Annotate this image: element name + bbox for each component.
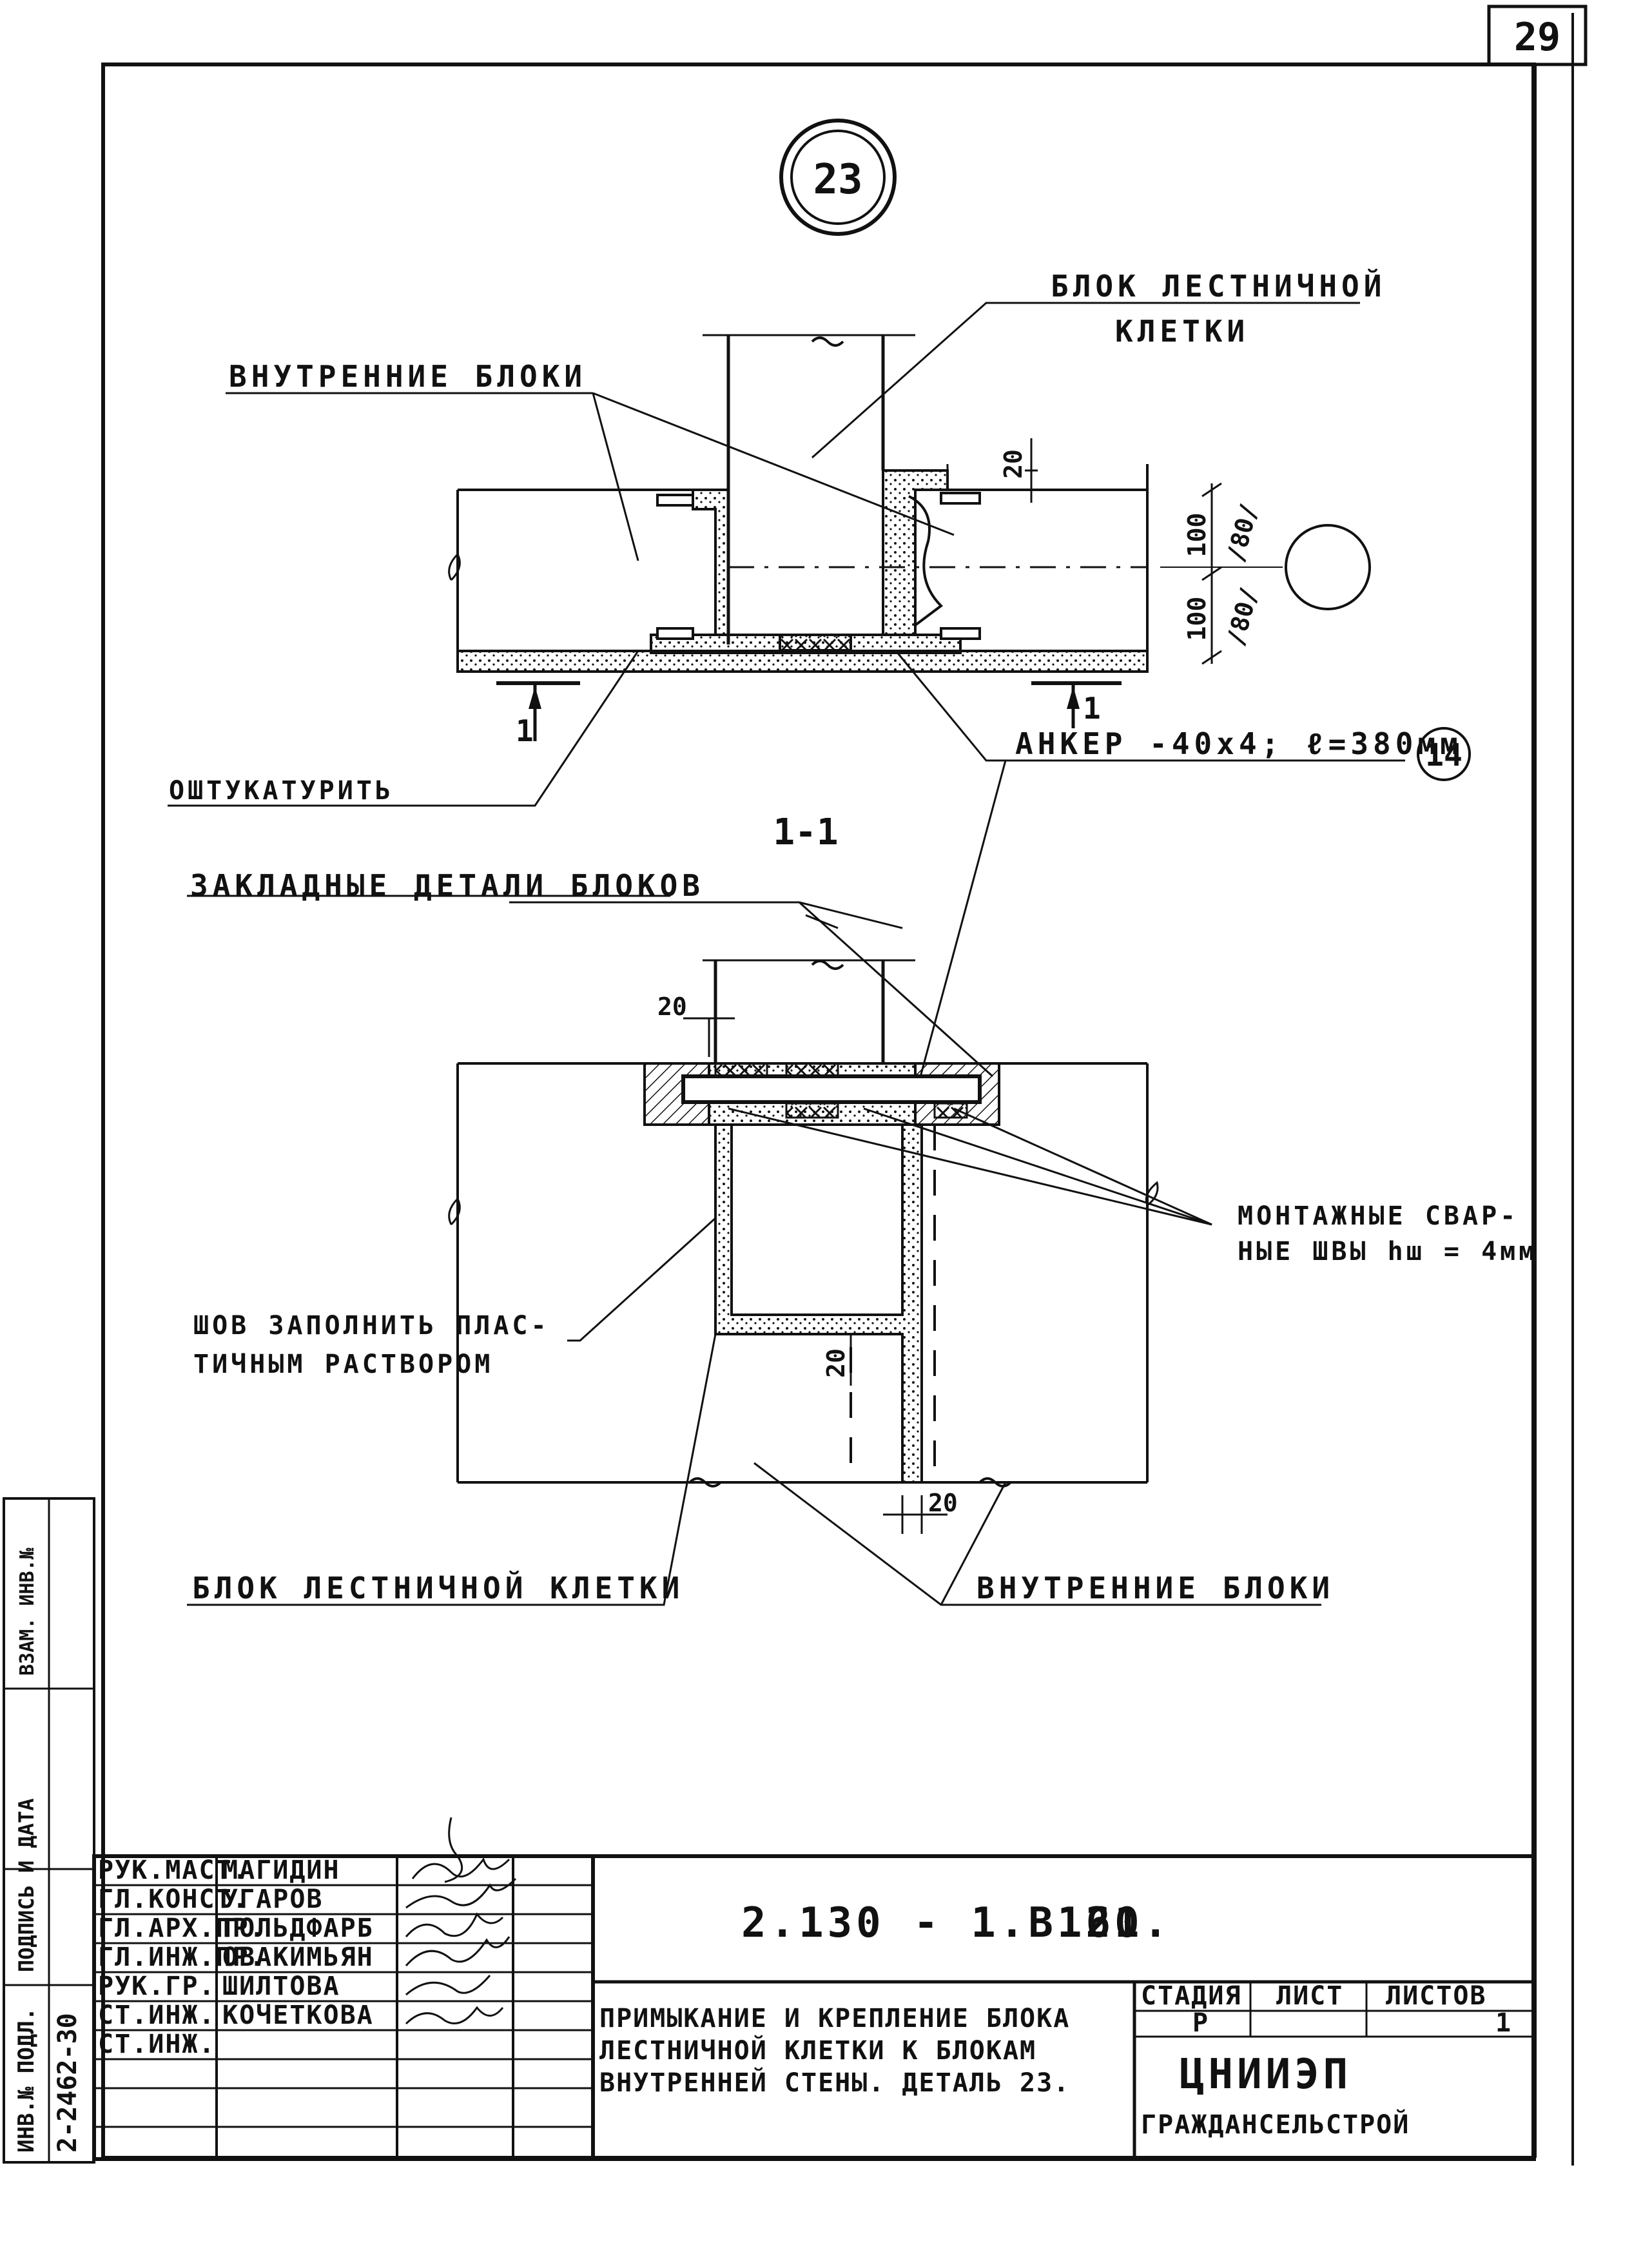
title-block <box>92 1854 1536 2161</box>
dim-top-gap: 20 <box>999 449 1027 479</box>
label-stair-block-bottom: БЛОК ЛЕСТНИЧНОЙ КЛЕТКИ <box>192 1571 684 1605</box>
title-line-3: ВНУТРЕННЕЙ СТЕНЫ. ДЕТАЛЬ 23. <box>599 2067 1070 2098</box>
role-4: РУК.ГР. <box>98 1972 216 2001</box>
detail-marker-number: 23 <box>813 156 862 204</box>
dim-section-gap-bottom: 20 <box>928 1489 958 1517</box>
name-0: МАГИДИН <box>222 1856 340 1885</box>
signatures <box>405 1817 517 2025</box>
label-seam-fill-1: ШОВ ЗАПОЛНИТЬ ПЛАС- <box>193 1311 550 1341</box>
title-line-1: ПРИМЫКАНИЕ И КРЕПЛЕНИЕ БЛОКА <box>599 2004 1070 2033</box>
dim-upper-80: /80/ <box>1221 501 1263 565</box>
dim-section-gap-mid: 20 <box>822 1348 850 1378</box>
stage-value: Р <box>1192 2008 1209 2038</box>
label-stair-block-top-2: КЛЕТКИ <box>1115 314 1249 349</box>
sheets-header: ЛИСТОВ <box>1386 1981 1487 2011</box>
anchor-ref: 14 <box>1425 737 1463 773</box>
side-stamp-label-3: ВЗАМ. ИНВ.№ <box>16 1547 39 1676</box>
name-5: КОЧЕТКОВА <box>222 2001 374 2030</box>
name-1: УГАРОВ <box>222 1885 324 1914</box>
section-label: 1-1 <box>773 811 838 853</box>
org-sub: ГРАЖДАНСЕЛЬСТРОЙ <box>1141 2109 1410 2140</box>
section-mark-left: 1 <box>496 681 580 748</box>
dim-lower-100: 100 <box>1183 597 1211 641</box>
sheet-number: 29 <box>1514 15 1560 60</box>
axis-circle <box>1285 524 1371 610</box>
doc-code: 2.130 - 1.В 21. <box>741 1899 1172 1947</box>
role-0: РУК.МАСТ. <box>98 1856 249 1885</box>
section-mark-right-label: 1 <box>1083 691 1101 726</box>
doc-number: 160 <box>1057 1899 1143 1947</box>
side-stamp-number: 2-2462-30 <box>53 2013 83 2153</box>
side-stamp-label-2: ПОДПИСЬ И ДАТА <box>14 1798 39 1972</box>
detail-marker: 23 <box>779 119 897 236</box>
label-stair-block-top-1: БЛОК ЛЕСТНИЧНОЙ <box>1051 269 1386 304</box>
name-3: ОВАКИМЬЯН <box>222 1943 374 1972</box>
role-6: СТ.ИНЖ. <box>98 2030 216 2059</box>
sheets-value: 1 <box>1495 2008 1512 2038</box>
name-2: ГОЛЬДФАРБ <box>222 1914 374 1943</box>
side-stamp: ИНВ.№ ПОДЛ. ПОДПИСЬ И ДАТА ВЗАМ. ИНВ.№ 2… <box>3 1497 95 2164</box>
role-5: СТ.ИНЖ. <box>98 2001 216 2030</box>
section-mark-right: 1 <box>1031 681 1122 728</box>
stage-header: СТАДИЯ <box>1141 1981 1242 2011</box>
dim-section-gap-top: 20 <box>657 993 687 1021</box>
anchor-ref-marker: 14 <box>1417 727 1471 781</box>
label-welds-2: НЫЕ ШВЫ hш = 4мм <box>1238 1237 1537 1266</box>
sheet-number-box: 29 <box>1487 5 1588 66</box>
label-embedded-parts: ЗАКЛАДНЫЕ ДЕТАЛИ БЛОКОВ <box>190 868 705 903</box>
label-plaster: ОШТУКАТУРИТЬ <box>169 776 394 806</box>
name-4: ШИЛТОВА <box>222 1972 340 2001</box>
dim-upper-100: 100 <box>1183 513 1211 557</box>
side-stamp-label-1: ИНВ.№ ПОДЛ. <box>14 2008 39 2153</box>
title-block-people: РУК.МАСТ. МАГИДИН ГЛ.КОНСТ. УГАРОВ ГЛ.АР… <box>98 1856 374 2059</box>
role-3: ГЛ.ИНЖ.ПР. <box>98 1943 266 1972</box>
label-seam-fill-2: ТИЧНЫМ РАСТВОРОМ <box>193 1350 493 1379</box>
label-inner-blocks-top: ВНУТРЕННИЕ БЛОКИ <box>229 359 587 394</box>
org-name: ЦНИИЭП <box>1180 2051 1352 2098</box>
label-inner-blocks-bottom: ВНУТРЕННИЕ БЛОКИ <box>977 1571 1334 1605</box>
role-1: ГЛ.КОНСТ. <box>98 1885 249 1914</box>
title-line-2: ЛЕСТНИЧНОЙ КЛЕТКИ К БЛОКАМ <box>599 2035 1036 2066</box>
label-welds-1: МОНТАЖНЫЕ СВАР- <box>1238 1201 1519 1231</box>
dim-lower-80: /80/ <box>1221 585 1263 649</box>
label-anchor: АНКЕР -40х4; ℓ=380мм <box>1015 726 1463 761</box>
role-2: ГЛ.АРХ.ПР. <box>98 1914 266 1943</box>
section-mark-left-label: 1 <box>516 713 534 748</box>
plan-view: 1 1 20 100 /80/ 100 /80/ <box>168 302 1405 1096</box>
section-view: 20 20 20 <box>187 895 1321 1606</box>
sheet-header: ЛИСТ <box>1276 1981 1343 2011</box>
